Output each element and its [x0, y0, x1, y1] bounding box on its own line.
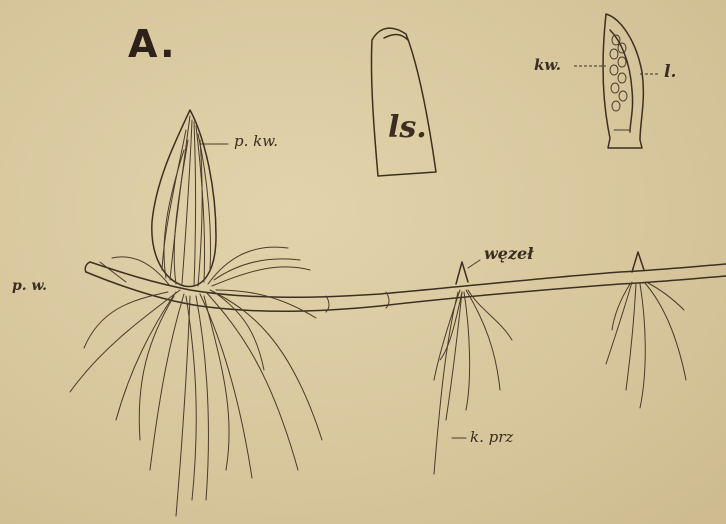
- flower-bud-drawing: [574, 14, 660, 148]
- flower-bud-shoot-drawing: [152, 110, 228, 287]
- node-roots-drawing: [434, 290, 512, 474]
- second-node-roots-drawing: [606, 282, 686, 408]
- main-roots-drawing: [70, 247, 322, 516]
- leaf-label: l.: [664, 62, 676, 82]
- flower-label: kw.: [534, 56, 561, 74]
- rhizome-label: p. w.: [12, 278, 47, 294]
- leaf-sheath-label: ls.: [388, 110, 427, 145]
- node-leader: [468, 260, 480, 268]
- leaf-sheath-drawing: [371, 28, 436, 176]
- adventitious-roots-label: k. prz: [470, 428, 513, 446]
- flower-bud-shoot-label: p. kw.: [234, 132, 278, 150]
- node-label: węzeł: [484, 244, 533, 263]
